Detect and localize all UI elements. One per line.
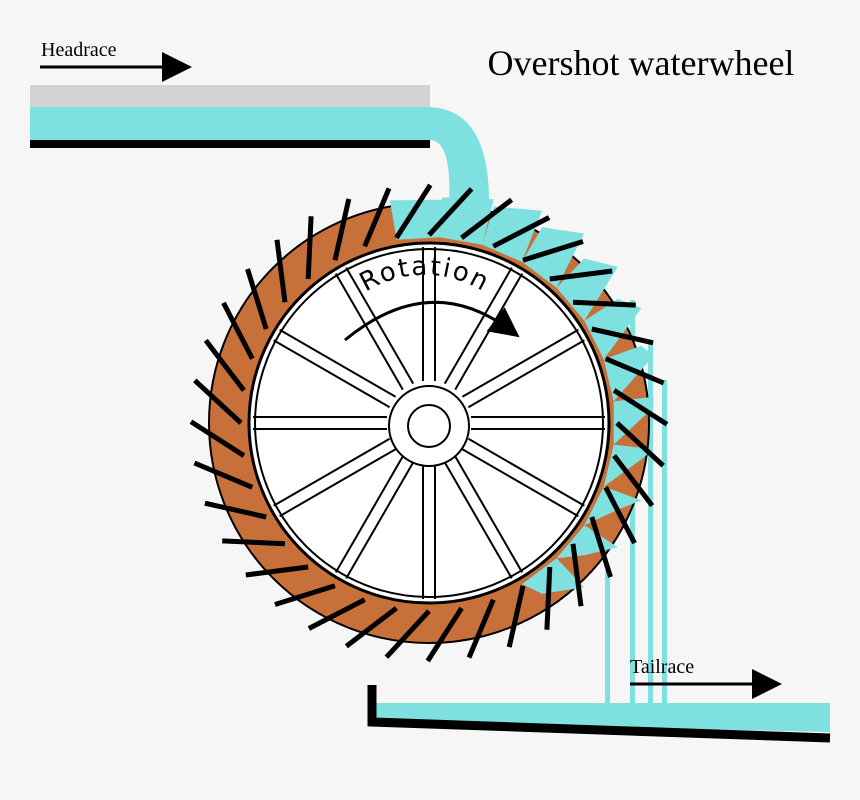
paddle: [492, 215, 551, 249]
paddle: [305, 216, 314, 280]
paddle: [222, 538, 286, 547]
paddle: [466, 598, 496, 659]
paddle: [615, 421, 665, 468]
paddle: [189, 419, 246, 458]
paddle: [549, 268, 613, 282]
spokes-group: [253, 247, 605, 599]
wheel-inner-ring: [254, 248, 604, 598]
spoke: [279, 448, 397, 518]
waterwheel: [189, 183, 669, 663]
rotation-arrow: [344, 300, 520, 342]
spoke: [461, 328, 579, 398]
paddle: [344, 606, 398, 649]
paddle: [384, 609, 431, 659]
paddle: [612, 454, 655, 508]
spoke: [467, 437, 585, 507]
spoke: [345, 267, 415, 385]
paddles-group: [189, 183, 669, 663]
paddle: [427, 187, 474, 237]
paddle: [570, 543, 584, 607]
paddle: [394, 183, 433, 240]
spoke: [461, 448, 579, 518]
paddle: [245, 268, 269, 330]
bucket-water: [522, 227, 585, 288]
spoke: [454, 455, 524, 573]
spoke: [334, 455, 404, 573]
spoke: [467, 339, 585, 409]
spoke: [273, 437, 391, 507]
tailrace-water: [372, 703, 830, 732]
bucket-water: [522, 558, 585, 594]
paddle: [245, 564, 309, 578]
paddle: [274, 583, 336, 607]
paddle: [604, 356, 665, 386]
paddle: [591, 326, 654, 346]
paddle: [612, 388, 669, 427]
spoke: [273, 339, 391, 409]
paddle: [203, 338, 246, 392]
tailrace-label: Tailrace: [630, 656, 694, 678]
paddle: [193, 378, 243, 425]
headrace-channel: [30, 85, 490, 205]
paddle: [274, 239, 288, 303]
paddle: [204, 500, 267, 520]
spoke: [279, 328, 397, 398]
paddle: [460, 197, 514, 240]
headrace-water: [30, 107, 490, 205]
diagram-title: Overshot waterwheel: [488, 43, 795, 83]
tailrace-bed: [367, 685, 831, 743]
headrace-label: Headrace: [41, 39, 117, 61]
spoke: [334, 273, 404, 391]
tailrace-channel: [367, 685, 831, 743]
paddle: [603, 486, 637, 545]
paddle: [544, 566, 553, 630]
paddle: [307, 597, 366, 631]
spoke: [443, 461, 513, 579]
spoke: [345, 461, 415, 579]
paddle: [362, 187, 392, 248]
paddle: [572, 299, 636, 308]
headrace-floor: [30, 140, 430, 148]
paddle: [425, 606, 464, 663]
paddle: [506, 585, 526, 648]
bucket-water: [603, 345, 654, 402]
paddle: [332, 198, 352, 261]
headrace-wall: [30, 85, 430, 107]
paddle: [193, 460, 254, 490]
paddle: [589, 516, 613, 578]
paddle: [522, 239, 584, 263]
bucket-water: [584, 298, 642, 360]
hub-inner: [407, 404, 451, 448]
spoke: [443, 267, 513, 385]
paddle: [221, 301, 255, 360]
